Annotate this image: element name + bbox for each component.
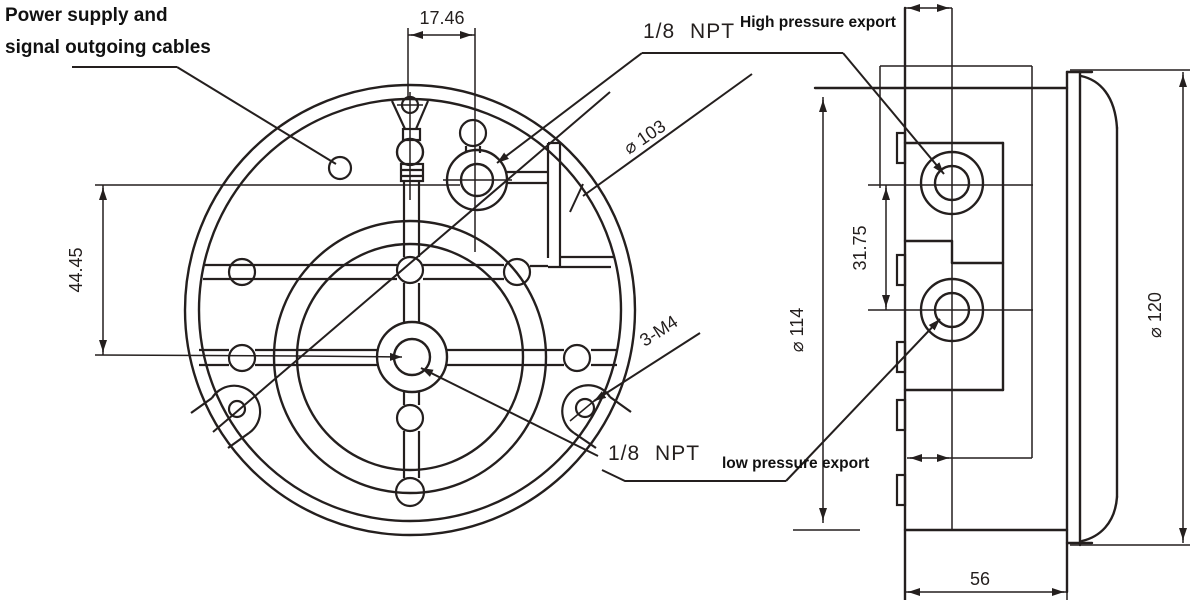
- low-pressure-leader-side: [785, 318, 941, 482]
- high-pressure-leader-front: [496, 52, 643, 164]
- front-view: [183, 83, 637, 537]
- dim-port-spacing: 31.75: [850, 185, 890, 310]
- power-annotation-line2: signal outgoing cables: [5, 37, 211, 58]
- cable-entry-hole: [327, 155, 353, 181]
- construction-diagonal: [212, 91, 611, 433]
- spoke-bars: [199, 263, 617, 478]
- flange-outer-circle: [183, 83, 637, 537]
- high-pressure-export-label: High pressure export: [740, 14, 896, 31]
- side-high-port-inner: [933, 164, 971, 202]
- dim-body-diameter: ⌀ 114: [787, 97, 860, 531]
- dim-thread-callout: 3-M4: [593, 311, 701, 402]
- npt-low-label: 1/8 NPT: [608, 442, 700, 465]
- terminal-block: [399, 162, 425, 183]
- low-pressure-export-label: low pressure export: [722, 455, 869, 472]
- front-port-top-hole: [458, 118, 488, 148]
- annotations: Power supply and signal outgoing cables …: [5, 5, 945, 482]
- side-view: [813, 6, 1119, 600]
- flange-profile: [1065, 70, 1119, 547]
- dim-body-depth: 56: [905, 550, 1068, 600]
- low-pressure-leader-hub: [420, 367, 599, 457]
- side-high-port-outer: [919, 150, 985, 216]
- port-blocks: [903, 141, 1005, 392]
- npt-high-label: 1/8 NPT: [643, 20, 735, 43]
- dim-label-31-75: 31.75: [850, 225, 870, 270]
- power-annotation-line1: Power supply and: [5, 5, 168, 26]
- dim-label-120: ⌀ 120: [1145, 292, 1165, 338]
- dim-cable-port-offset: 17.46: [407, 8, 476, 252]
- inner-circle-large: [272, 219, 548, 495]
- bolt-hole: [395, 255, 425, 285]
- low-pressure-leader-underline: [601, 469, 786, 482]
- m4-keyhole-left: [190, 384, 262, 449]
- dim-flange-diameter: ⌀ 120: [1070, 69, 1190, 546]
- cable-gland-assembly: [391, 92, 430, 257]
- bolt-hole: [502, 257, 532, 287]
- inner-circle-small: [295, 242, 525, 472]
- m4-keyhole-right: [561, 384, 632, 449]
- bolt-hole: [227, 257, 257, 287]
- high-pressure-leader-side: [842, 52, 945, 175]
- bolt-circle-tick: [569, 183, 584, 213]
- key-channel: [507, 141, 614, 269]
- dim-label-17-46: 17.46: [419, 8, 464, 28]
- dim-port-vertical-offset: 44.45: [66, 184, 460, 361]
- dim-label-44-45: 44.45: [66, 247, 86, 292]
- dim-label-3-m4: 3-M4: [636, 311, 681, 350]
- dimensions: 17.46 44.45 ⌀ 103 3-M4 31.75: [66, 3, 1190, 600]
- dim-label-114: ⌀ 114: [787, 308, 807, 353]
- bolt-hole: [562, 343, 592, 373]
- bolt-hole: [395, 403, 425, 433]
- bolt-hole: [227, 343, 257, 373]
- power-leader-diagonal: [176, 66, 337, 165]
- clamp-tabs: [895, 131, 907, 507]
- dim-label-56: 56: [970, 569, 990, 589]
- bolt-hole: [394, 476, 426, 508]
